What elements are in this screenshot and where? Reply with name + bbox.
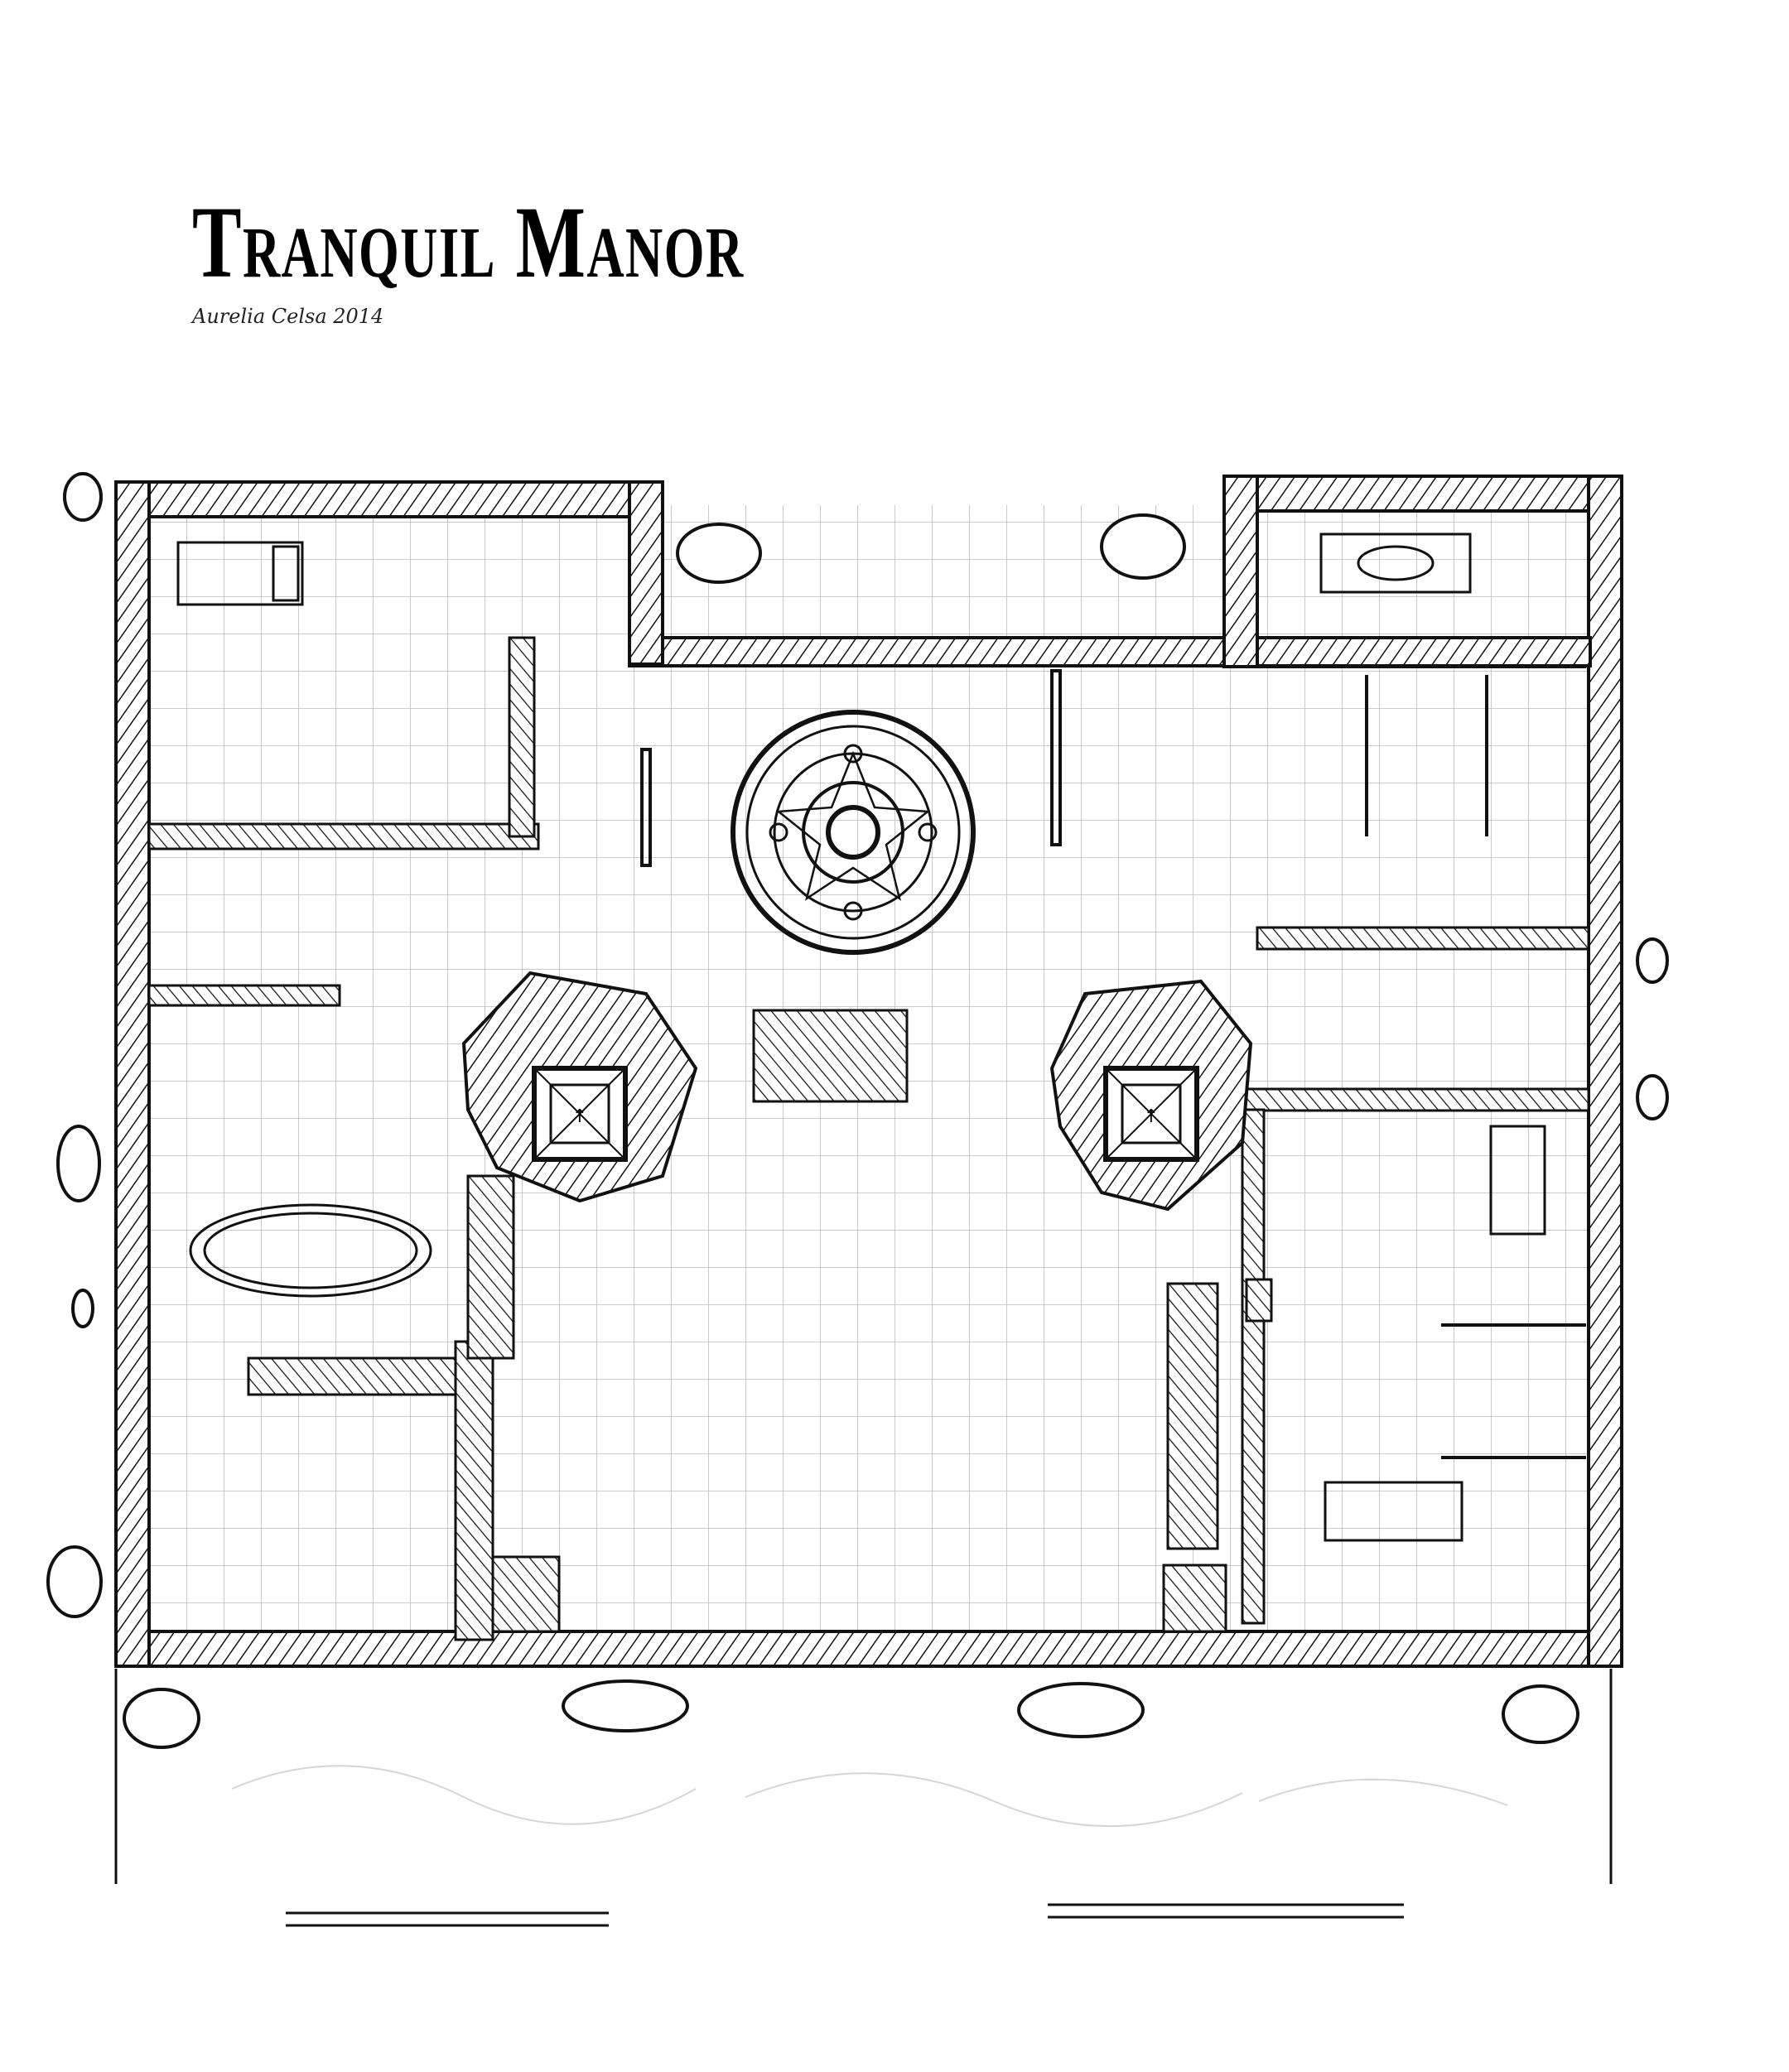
bed — [176, 541, 304, 606]
svg-text:↑: ↑ — [572, 1106, 587, 1127]
staircase-east: ↑ — [1049, 979, 1253, 1212]
round-rug — [189, 1203, 432, 1298]
bushes — [46, 472, 1669, 1749]
ritual-circle — [731, 710, 976, 955]
bath-tub — [1319, 532, 1472, 594]
map-title: Tranquil Manor — [192, 186, 745, 299]
yard-sketch — [231, 1765, 1508, 1828]
dining-table — [1324, 1125, 1546, 1542]
staircase-west: ↑ — [461, 971, 698, 1203]
svg-text:↑: ↑ — [1144, 1106, 1159, 1127]
interior-walls — [147, 636, 1590, 1641]
fence-rails — [114, 1669, 1613, 1927]
shelves — [640, 665, 1586, 1459]
artist-signature: Aurelia Celsa 2014 — [192, 305, 384, 328]
exterior-walls — [114, 475, 1623, 1668]
